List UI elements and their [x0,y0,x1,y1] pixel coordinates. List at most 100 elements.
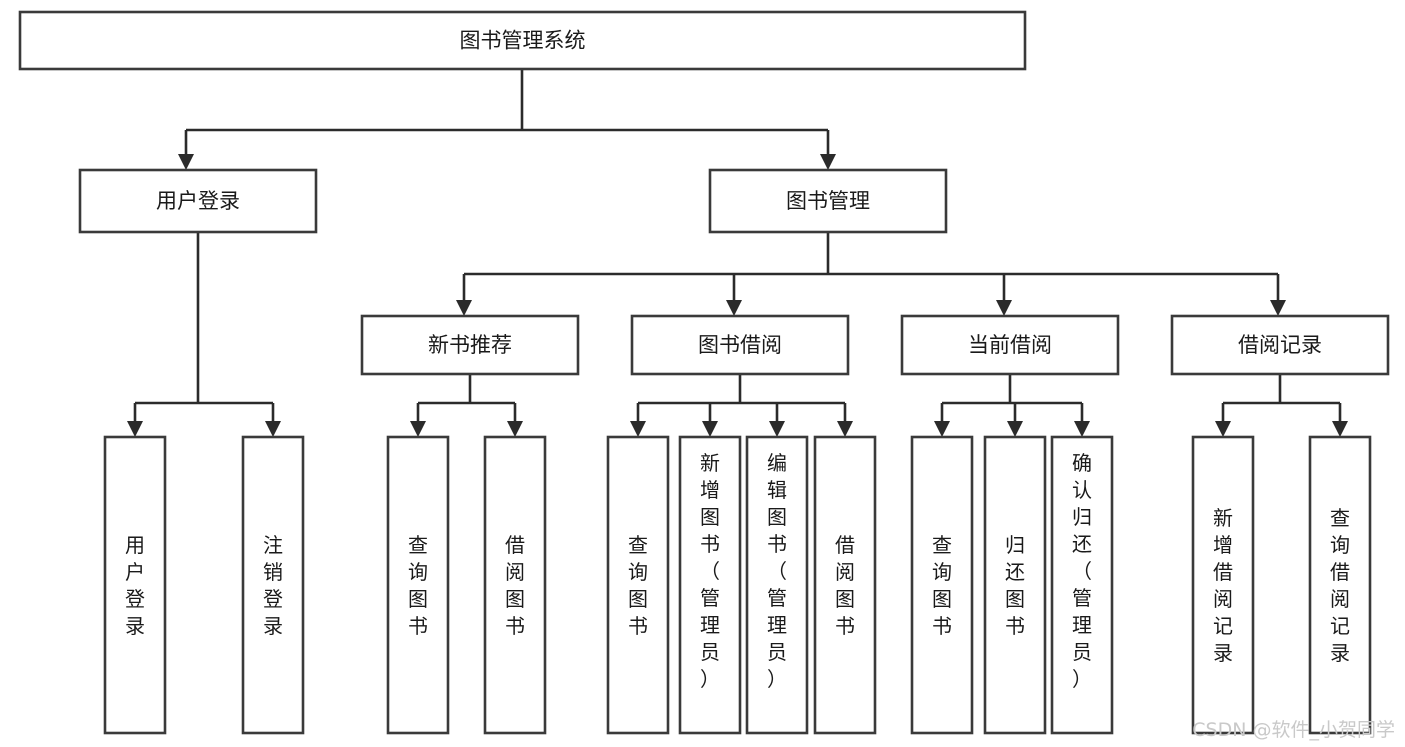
node-label: 图书管理系统 [460,29,586,53]
leaf-node-leaf-query-book-recommend[interactable]: 查询图书 [386,435,450,735]
csdn-watermark: CSDN @软件_小贺同学 [1192,719,1395,741]
conn-ul-to-leaf1 [127,403,143,437]
node-label-vertical: 注销登录 [263,533,283,638]
conn-br-to-leaf2 [1332,403,1348,437]
node-rect[interactable] [1191,435,1255,735]
conn-cb-to-leaf2 [1007,403,1023,437]
node-label: 用户登录 [156,189,240,213]
conn-bb-to-leaf4 [837,403,853,437]
level3-node-book-borrow[interactable]: 图书借阅 [630,314,850,376]
node-rect[interactable] [606,435,670,735]
node-rect[interactable] [630,314,850,376]
arrow-head-icon [410,421,426,437]
arrow-head-icon [820,154,836,170]
node-label: 图书借阅 [698,333,782,357]
level3-node-new-book-recommend[interactable]: 新书推荐 [360,314,580,376]
node-rect[interactable] [708,168,948,234]
arrow-head-icon [1215,421,1231,437]
arrow-head-icon [456,300,472,316]
arrow-head-icon [934,421,950,437]
node-rect[interactable] [1170,314,1390,376]
level2-node-user-login[interactable]: 用户登录 [78,168,318,234]
node-rect[interactable] [813,435,877,735]
node-label: 新书推荐 [428,333,512,357]
leaf-node-leaf-return-book[interactable]: 归还图书 [983,435,1047,735]
leaf-node-leaf-borrow-book-borrow[interactable]: 借阅图书 [813,435,877,735]
leaf-node-leaf-add-book-admin[interactable]: 新增图书（管理员） [678,435,742,735]
node-rect[interactable] [241,435,305,735]
node-rect[interactable] [103,435,167,735]
conn-cb-to-leaf1 [934,403,950,437]
node-label: 图书管理 [786,189,870,213]
arrow-head-icon [726,300,742,316]
leaf-node-leaf-confirm-return-admin[interactable]: 确认归还（管理员） [1050,435,1114,735]
node-rect[interactable] [483,435,547,735]
node-label-vertical: 查询图书 [408,533,428,638]
node-label-vertical: 用户登录 [125,533,145,638]
node-rect[interactable] [1050,435,1114,735]
conn-root-to-book-management [820,130,836,170]
arrow-head-icon [702,421,718,437]
conn-bm-to-record [1270,274,1286,316]
arrow-head-icon [996,300,1012,316]
leaf-node-leaf-borrow-book-recommend[interactable]: 借阅图书 [483,435,547,735]
level3-node-current-borrow[interactable]: 当前借阅 [900,314,1120,376]
leaf-node-leaf-edit-book-admin[interactable]: 编辑图书（管理员） [745,435,809,735]
level3-node-borrow-record[interactable]: 借阅记录 [1170,314,1390,376]
node-label-vertical: 查询图书 [628,533,648,638]
node-label-vertical: 编辑图书（管理员） [767,451,787,691]
conn-nr-to-leaf2 [507,403,523,437]
leaf-node-leaf-logout[interactable]: 注销登录 [241,435,305,735]
level2-node-book-management[interactable]: 图书管理 [708,168,948,234]
conn-nr-to-leaf1 [410,403,426,437]
nodes-layer: 图书管理系统用户登录图书管理新书推荐图书借阅当前借阅借阅记录用户登录注销登录查询… [18,10,1390,735]
node-rect[interactable] [900,314,1120,376]
leaf-node-leaf-user-login[interactable]: 用户登录 [103,435,167,735]
node-rect[interactable] [78,168,318,234]
conn-root-to-user-login [178,130,194,170]
conn-bm-to-borrow [726,274,742,316]
connectors-layer [127,69,1348,437]
conn-bb-to-leaf3 [769,403,785,437]
conn-br-to-leaf1 [1215,403,1231,437]
node-rect[interactable] [910,435,974,735]
node-label-vertical: 新增图书（管理员） [700,451,720,691]
node-rect[interactable] [678,435,742,735]
arrow-head-icon [1332,421,1348,437]
node-rect[interactable] [983,435,1047,735]
node-label: 借阅记录 [1238,333,1322,357]
arrow-head-icon [630,421,646,437]
node-label-vertical: 归还图书 [1005,533,1025,638]
leaf-node-leaf-query-borrow-record[interactable]: 查询借阅记录 [1308,435,1372,735]
node-rect[interactable] [745,435,809,735]
node-rect[interactable] [1308,435,1372,735]
arrow-head-icon [769,421,785,437]
leaf-node-leaf-query-book-current[interactable]: 查询图书 [910,435,974,735]
arrow-head-icon [1007,421,1023,437]
node-rect[interactable] [386,435,450,735]
node-rect[interactable] [360,314,580,376]
arrow-head-icon [265,421,281,437]
arrow-head-icon [1074,421,1090,437]
node-label-vertical: 借阅图书 [505,533,525,638]
arrow-head-icon [178,154,194,170]
conn-bb-to-leaf1 [630,403,646,437]
node-label-vertical: 确认归还（管理员） [1072,451,1092,691]
conn-bb-to-leaf2 [702,403,718,437]
conn-bm-to-current [996,274,1012,316]
conn-bm-to-recommend [456,274,472,316]
conn-ul-to-leaf2 [265,403,281,437]
root-node-root[interactable]: 图书管理系统 [18,10,1027,71]
node-rect[interactable] [18,10,1027,71]
arrow-head-icon [127,421,143,437]
node-label: 当前借阅 [968,333,1052,357]
node-label-vertical: 借阅图书 [835,533,855,638]
arrow-head-icon [837,421,853,437]
leaf-node-leaf-query-book-borrow[interactable]: 查询图书 [606,435,670,735]
arrow-head-icon [1270,300,1286,316]
node-label-vertical: 新增借阅记录 [1213,506,1233,665]
arrow-head-icon [507,421,523,437]
leaf-node-leaf-add-borrow-record[interactable]: 新增借阅记录 [1191,435,1255,735]
